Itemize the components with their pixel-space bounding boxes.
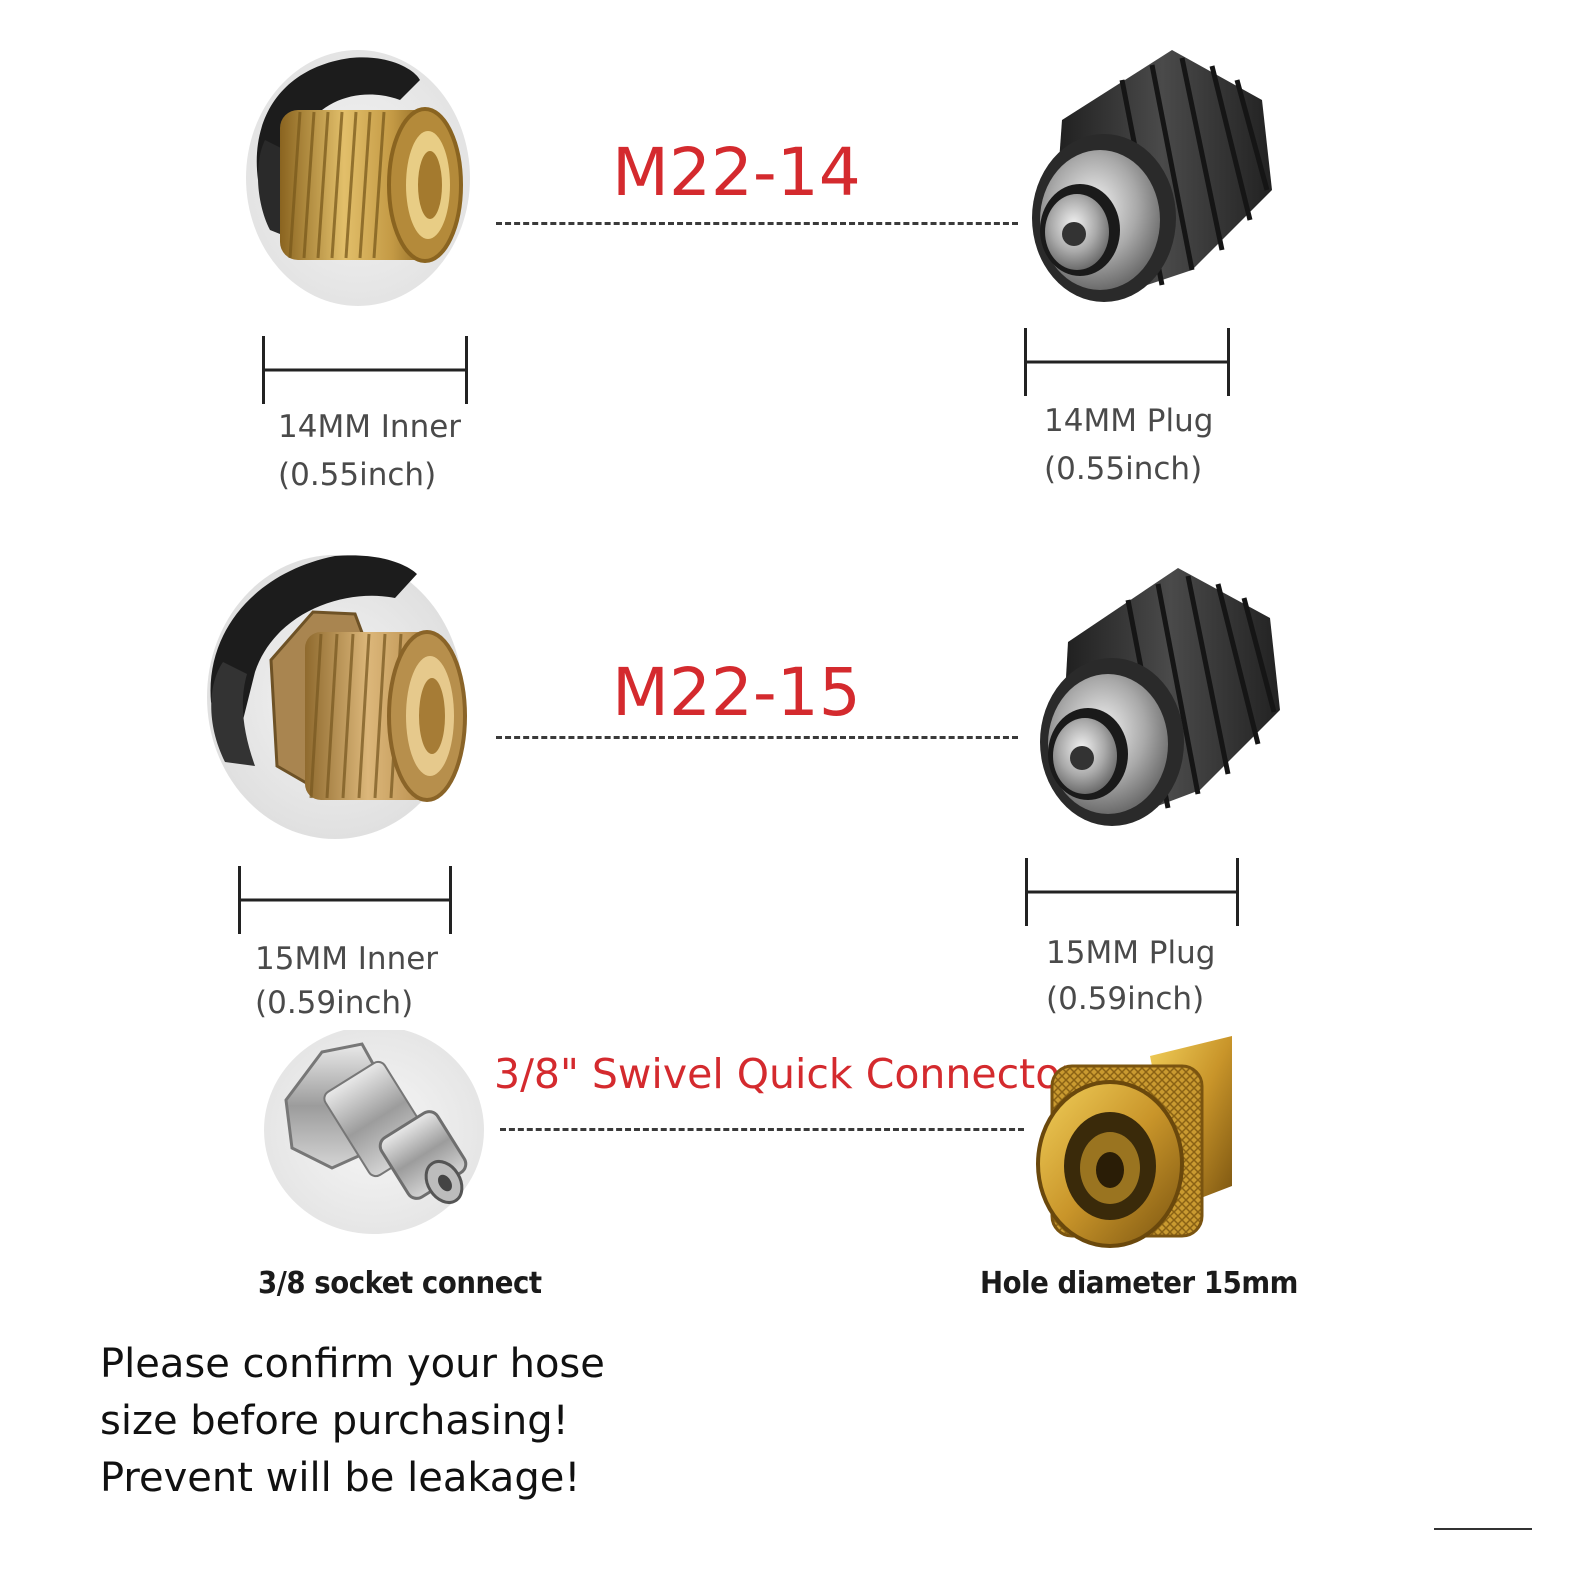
left-size-mm: 15MM Inner bbox=[255, 941, 439, 977]
corner-divider bbox=[1434, 1528, 1532, 1530]
right-size-mm: 15MM Plug bbox=[1046, 935, 1216, 971]
right-size-inch: (0.55inch) bbox=[1044, 450, 1203, 487]
black-coupler-15mm-image bbox=[1028, 562, 1290, 832]
connector-dash-line bbox=[496, 222, 1018, 225]
left-size-label: 14MM Inner (0.55inch) bbox=[278, 409, 462, 493]
dimension-bracket-left bbox=[262, 336, 468, 404]
stainless-quick-plug-image bbox=[262, 1030, 486, 1236]
brass-male-thread-14mm-image bbox=[240, 40, 470, 310]
notice-line-2: size before purchasing! bbox=[100, 1398, 569, 1444]
right-size-label: 14MM Plug (0.55inch) bbox=[1044, 403, 1214, 487]
left-size-inch: (0.59inch) bbox=[255, 984, 414, 1021]
purchase-notice: Please confirm your hose size before pur… bbox=[100, 1336, 605, 1507]
dimension-bracket-left bbox=[238, 866, 452, 934]
right-size-label: 15MM Plug (0.59inch) bbox=[1046, 935, 1216, 1017]
right-size-mm: 14MM Plug bbox=[1044, 403, 1214, 439]
left-quick-caption: 3/8 socket connect bbox=[258, 1266, 542, 1301]
row-title-m22-14: M22-14 bbox=[612, 134, 861, 211]
brass-quick-socket-image bbox=[1030, 1036, 1232, 1250]
left-size-label: 15MM Inner (0.59inch) bbox=[255, 941, 439, 1021]
row-title-m22-15: M22-15 bbox=[612, 654, 861, 731]
dimension-bracket-right bbox=[1025, 858, 1239, 926]
notice-line-3: Prevent will be leakage! bbox=[100, 1455, 581, 1501]
left-size-inch: (0.55inch) bbox=[278, 456, 437, 493]
quick-connector-title: 3/8" Swivel Quick Connector bbox=[494, 1050, 1078, 1098]
right-size-inch: (0.59inch) bbox=[1046, 980, 1205, 1017]
brass-male-thread-15mm-image bbox=[205, 552, 467, 842]
black-coupler-14mm-image bbox=[1022, 40, 1282, 310]
connector-dash-line bbox=[496, 736, 1018, 739]
left-size-mm: 14MM Inner bbox=[278, 409, 462, 445]
dimension-bracket-right bbox=[1024, 328, 1230, 396]
notice-line-1: Please confirm your hose bbox=[100, 1341, 605, 1387]
right-quick-caption: Hole diameter 15mm bbox=[980, 1266, 1298, 1301]
connector-dash-line bbox=[500, 1128, 1024, 1131]
